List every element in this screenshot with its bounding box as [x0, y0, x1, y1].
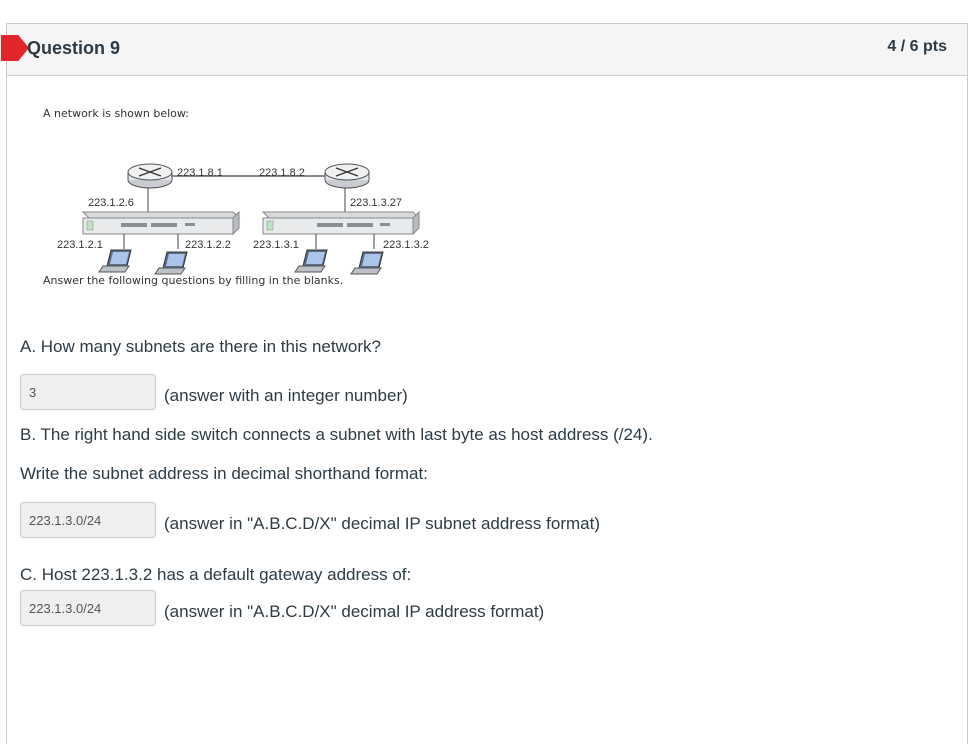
question-b: B. The right hand side switch connects a…	[20, 425, 653, 444]
answer-a-hint: (answer with an integer number)	[164, 386, 408, 405]
label-r2: 223.1.8.2	[259, 167, 305, 179]
label-r2-down: 223.1.3.27	[350, 197, 402, 209]
question-b-line2: Write the subnet address in decimal shor…	[20, 464, 428, 483]
answer-instruction: Answer the following questions by fillin…	[43, 274, 344, 287]
question-header: Question 9 4 / 6 pts	[1, 24, 967, 76]
question-title: Question 9	[27, 38, 121, 58]
intro-text: A network is shown below:	[43, 107, 190, 120]
switch-left-icon	[81, 210, 241, 236]
incorrect-flag-icon	[1, 35, 29, 61]
label-h3: 223.1.3.1	[253, 239, 299, 251]
label-h1: 223.1.2.1	[57, 239, 103, 251]
host-2-icon	[154, 251, 188, 275]
router-left-icon	[127, 163, 173, 189]
question-c: C. Host 223.1.3.2 has a default gateway …	[20, 565, 412, 584]
host-1-icon	[98, 249, 132, 273]
answer-c-hint: (answer in "A.B.C.D/X" decimal IP addres…	[164, 602, 545, 621]
router-right-icon	[324, 163, 370, 189]
switch-right-icon	[261, 210, 421, 236]
question-a: A. How many subnets are there in this ne…	[20, 337, 381, 356]
question-points: 4 / 6 pts	[887, 38, 947, 55]
answer-c-field[interactable]: 223.1.3.0/24	[20, 590, 156, 626]
label-r1: 223.1.8.1	[177, 167, 223, 179]
network-diagram: 223.1.8.1 223.1.8.2 223.1.2.6 223.1.3.27…	[57, 163, 429, 275]
answer-b-field[interactable]: 223.1.3.0/24	[20, 502, 156, 538]
host-4-icon	[350, 251, 384, 275]
host-3-icon	[294, 249, 328, 273]
question-card: Question 9 4 / 6 pts	[1, 23, 968, 744]
label-h2: 223.1.2.2	[185, 239, 231, 251]
label-h4: 223.1.3.2	[383, 239, 429, 251]
label-r1-down: 223.1.2.6	[88, 197, 134, 209]
answer-b-hint: (answer in "A.B.C.D/X" decimal IP subnet…	[164, 514, 600, 533]
answer-a-field[interactable]: 3	[20, 374, 156, 410]
